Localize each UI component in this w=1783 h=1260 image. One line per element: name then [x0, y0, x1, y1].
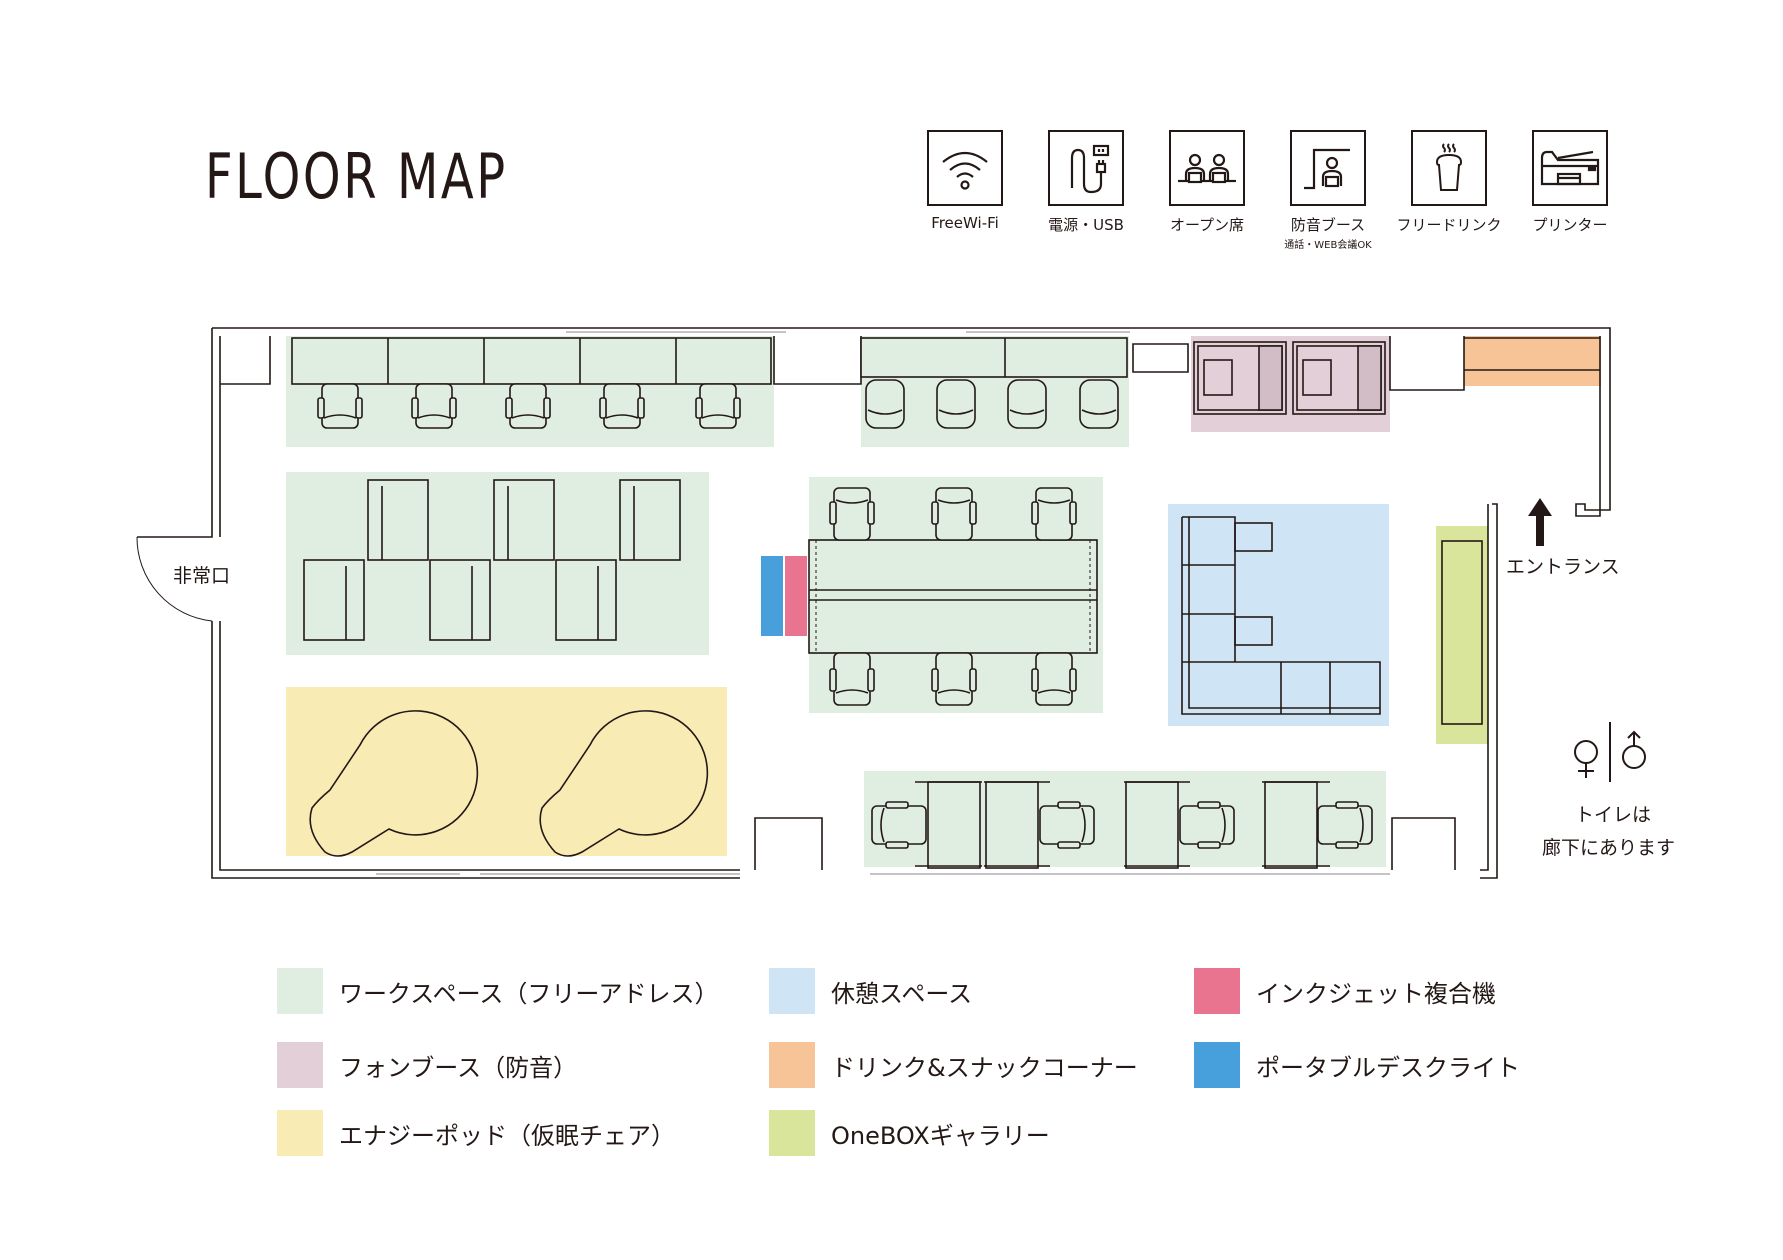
legend-swatch: [277, 1110, 323, 1156]
wifi-icon: [927, 130, 1003, 206]
phone-booth-zone: [1191, 336, 1390, 432]
amenity-printer: プリンター: [1530, 130, 1610, 235]
drink-snack-zone: [1464, 336, 1601, 386]
legend-onebox-gallery: OneBOXギャラリー: [769, 1110, 1050, 1156]
gallery-zone: [1436, 526, 1488, 744]
legend-swatch: [1194, 1042, 1240, 1088]
energy-pod-1: [309, 710, 479, 857]
amenity-wifi: FreeWi-Fi: [925, 130, 1005, 232]
entrance-arrow-icon: [1528, 498, 1552, 546]
restroom-note-line2: 廊下にあります: [1542, 837, 1676, 859]
amenity-booth: 防音ブース 通話・WEB会議OK: [1284, 130, 1372, 251]
legend-inkjet: インクジェット複合機: [1194, 968, 1496, 1014]
bottom-desks: [915, 781, 1330, 869]
outer-wall: [137, 327, 1611, 879]
legend-energy-pod: エナジーポッド（仮眠チェア）: [277, 1110, 675, 1156]
amenity-open-seat: オープン席: [1167, 130, 1247, 235]
workspace-zone-cubicles: [286, 472, 709, 655]
amenity-drink: フリードリンク: [1396, 130, 1502, 235]
legend-drink-snack: ドリンク&スナックコーナー: [769, 1042, 1138, 1088]
open-seating-icon: [1169, 130, 1245, 206]
workspace-zone-bottom: [864, 771, 1386, 867]
soundproof-booth-icon: [1290, 130, 1366, 206]
legend-swatch: [277, 1042, 323, 1088]
legend-desk-light: ポータブルデスクライト: [1194, 1042, 1520, 1088]
legend-phone-booth: フォンブース（防音）: [277, 1042, 577, 1088]
desk-light-marker: [761, 556, 783, 636]
restroom-icon: [1574, 722, 1646, 782]
lounge-zone: [1168, 504, 1389, 726]
lounge-sofa: [1181, 516, 1381, 715]
legend-swatch: [277, 968, 323, 1014]
legend-swatch: [769, 968, 815, 1014]
energy-pod-2: [539, 710, 709, 857]
restroom-note-line1: トイレは: [1575, 804, 1652, 826]
printer-icon: [1532, 130, 1608, 206]
inkjet-printer-marker: [785, 556, 807, 636]
free-drink-icon: [1411, 130, 1487, 206]
legend-swatch: [769, 1110, 815, 1156]
legend-workspace: ワークスペース（フリーアドレス）: [277, 968, 718, 1014]
power-usb-icon: [1048, 130, 1124, 206]
page-title: FLOOR MAP: [205, 140, 508, 213]
legend-lounge: 休憩スペース: [769, 968, 972, 1014]
legend-swatch: [1194, 968, 1240, 1014]
emergency-exit-label: 非常口: [173, 565, 231, 587]
chairs: [317, 379, 1373, 849]
entrance-label: エントランス: [1506, 556, 1620, 578]
legend-swatch: [769, 1042, 815, 1088]
amenity-power: 電源・USB: [1046, 130, 1126, 235]
cubicle-desks: [303, 479, 681, 641]
